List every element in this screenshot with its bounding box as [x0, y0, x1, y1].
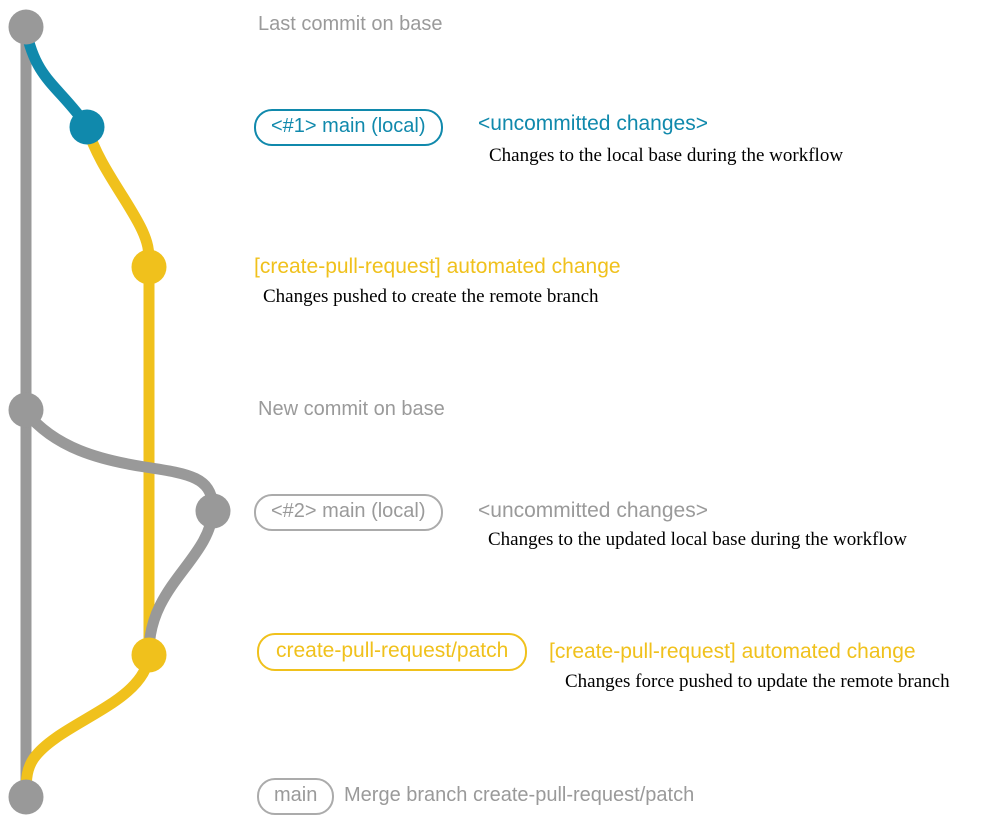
branch-badge-main: main: [257, 778, 335, 815]
branch-badge-create-pull-request-patch: create-pull-request/patch: [257, 633, 528, 671]
main-local2-branch-curve: [20, 406, 219, 511]
commit-node-main-local-1: [69, 109, 105, 145]
note-local-base-changes-1: Changes to the local base during the wor…: [489, 145, 844, 166]
note-changes-force-pushed: Changes force pushed to update the remot…: [565, 671, 950, 692]
patch-merge-curve: [20, 649, 155, 801]
main-local-branch-curve: [20, 24, 93, 132]
commit-node-patch-force-push: [131, 637, 167, 673]
commit-node-main-local-2: [195, 493, 231, 529]
branch-badge-main-local-2: <#2> main (local): [254, 494, 443, 531]
annotation-new-commit-on-base: New commit on base: [258, 398, 445, 420]
main-local2-to-patch-curve: [143, 504, 219, 658]
patch-branch-line: [81, 121, 155, 661]
branch-badge-main-local-1: <#1> main (local): [254, 109, 443, 146]
status-uncommitted-changes-2: <uncommitted changes>: [478, 499, 708, 522]
note-changes-pushed: Changes pushed to create the remote bran…: [263, 286, 599, 307]
commit-message-automated-change-1: [create-pull-request] automated change: [254, 255, 621, 278]
commit-node-new-base: [8, 392, 44, 428]
commit-node-last-base: [8, 9, 44, 45]
commit-message-merge-branch: Merge branch create-pull-request/patch: [344, 784, 695, 806]
annotation-last-commit-on-base: Last commit on base: [258, 13, 443, 35]
commit-node-patch-push: [131, 249, 167, 285]
note-local-base-changes-2: Changes to the updated local base during…: [488, 529, 907, 550]
commit-node-merge: [8, 779, 44, 815]
commit-message-automated-change-2: [create-pull-request] automated change: [549, 640, 916, 663]
status-uncommitted-changes-1: <uncommitted changes>: [478, 112, 708, 135]
